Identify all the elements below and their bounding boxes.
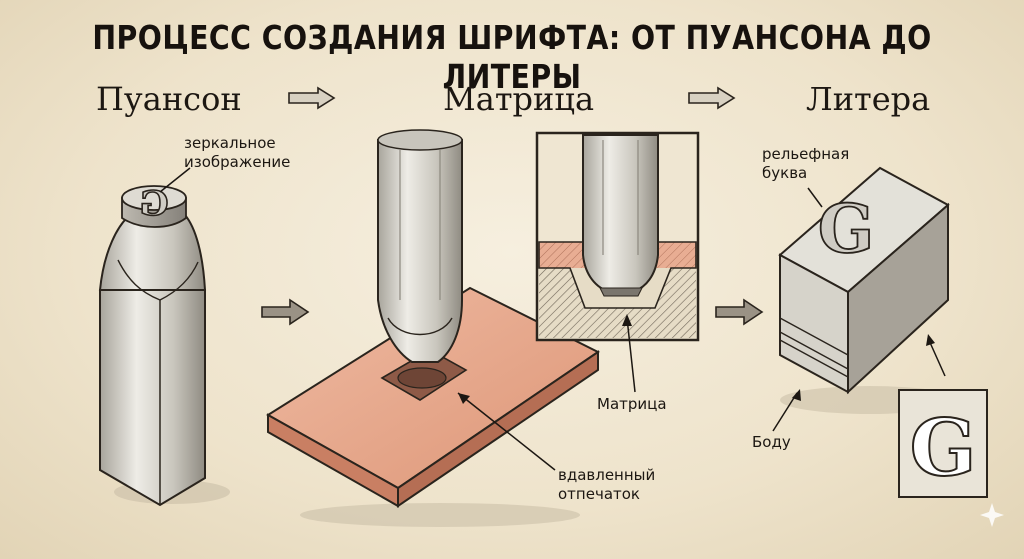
label-relief-letter: рельефная буква [762, 145, 849, 183]
punch-illustration: G [100, 168, 230, 505]
type-block-illustration: G G [773, 168, 987, 497]
arrow-right-icon [289, 88, 334, 108]
label-mirror-image: зеркальное изображение [184, 134, 290, 172]
arrow-right-icon [689, 88, 734, 108]
arrow-right-icon [262, 300, 308, 324]
mirror-glyph: G [139, 184, 168, 224]
printed-glyph: G [910, 403, 977, 494]
label-body: Боду [752, 433, 791, 452]
relief-glyph: G [818, 190, 874, 268]
arrow-right-icon [716, 300, 762, 324]
label-matrix: Матрица [597, 395, 667, 414]
sparkle-icon [980, 503, 1004, 527]
label-pressed-imprint: вдавленный отпечаток [558, 466, 655, 504]
